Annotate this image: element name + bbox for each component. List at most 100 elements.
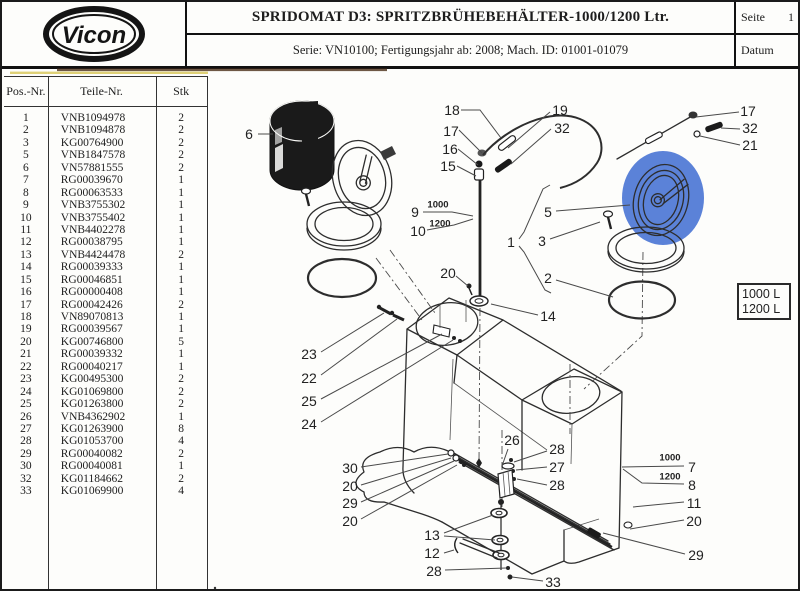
capacity-box: 1000 L 1200 L [737, 283, 791, 320]
cell-part: VNB3755402 [60, 211, 126, 224]
cell-part: KG00746800 [60, 335, 124, 348]
cell-pos: 28 [20, 435, 32, 448]
tube-nut [475, 160, 483, 168]
column-header-part: Teile-Nr. [80, 84, 123, 98]
capacity-tag: 1000 [659, 453, 680, 464]
right-lid-assembly [602, 151, 704, 320]
callout-label: 29 [688, 547, 704, 563]
column-header-qty: Stk [173, 84, 190, 98]
callout-label: 2 [544, 270, 552, 286]
cell-part: RG00063533 [60, 186, 123, 199]
cell-pos: 15 [20, 273, 32, 286]
callout-label: 19 [552, 102, 568, 118]
leader-line [602, 532, 686, 555]
bolt [494, 158, 512, 173]
leader-line [457, 148, 479, 166]
callout-label: 17 [740, 103, 756, 119]
cell-qty: 1 [178, 273, 184, 286]
cell-qty: 2 [178, 124, 184, 137]
leader-line [426, 218, 474, 231]
callout-label: 28 [426, 563, 442, 579]
cell-qty: 1 [178, 460, 184, 473]
callout-label: 10 [410, 223, 426, 239]
drain-valve [497, 458, 516, 499]
leader-line [444, 567, 507, 571]
cell-qty: 1 [178, 348, 184, 361]
leader-line [320, 312, 385, 353]
leader-line [629, 519, 685, 530]
leader-line [507, 111, 551, 149]
callout-label: 30 [342, 460, 358, 476]
cell-pos: 16 [20, 286, 32, 299]
page-subtitle: Serie: VN10100; Fertigungsjahr ab: 2008;… [292, 43, 629, 57]
cell-qty: 1 [178, 261, 184, 274]
leader-line [515, 466, 548, 471]
cell-part: VNB1847578 [60, 149, 126, 162]
bolt [705, 121, 723, 133]
leader-line [632, 501, 685, 508]
cell-qty: 1 [178, 410, 184, 423]
callout-label: 12 [424, 545, 440, 561]
cell-part: KG00764900 [60, 136, 124, 149]
column-header-pos: Pos.-Nr. [6, 84, 46, 98]
leader-line [360, 460, 455, 503]
page-number-label: Seite [741, 10, 765, 24]
header-meta-block: Seite 1 Datum [734, 2, 798, 66]
leader-line [423, 211, 474, 217]
leader-line [320, 333, 443, 400]
callout-label: 11 [687, 495, 702, 511]
pin [644, 131, 663, 145]
cell-pos: 33 [20, 485, 32, 498]
cell-pos: 24 [20, 385, 32, 398]
cell-pos: 21 [20, 348, 32, 361]
leader-line [443, 535, 496, 541]
callout-label: 32 [554, 120, 570, 136]
leader-line [549, 221, 601, 240]
callout-label: 23 [301, 346, 317, 362]
elbow-flange [454, 537, 459, 554]
cell-pos: 13 [20, 248, 32, 261]
cell-pos: 8 [23, 186, 29, 199]
callout-label: 24 [301, 416, 317, 432]
leader-line [443, 549, 455, 554]
tube-grommet [469, 295, 489, 307]
page-title: SPRIDOMAT D3: SPRITZBRÜHEBEHÄLTER-1000/1… [187, 2, 734, 35]
leader-line [699, 135, 741, 146]
cell-qty: 1 [178, 174, 184, 187]
table-row: 3 KG00764900 2 [4, 137, 207, 149]
cell-part: VN89070813 [60, 311, 124, 323]
cell-qty: 2 [178, 298, 184, 311]
pin [497, 135, 517, 151]
callout-label: 3 [538, 233, 546, 249]
assembly-bracket [518, 184, 552, 294]
callout-label: 28 [549, 477, 565, 493]
callout-label: 20 [440, 265, 456, 281]
callout-label: 7 [688, 459, 696, 475]
callout-label: 26 [504, 432, 520, 448]
callout-label: 14 [540, 308, 556, 324]
cell-part: KG01263800 [60, 398, 124, 411]
cell-qty: 2 [178, 149, 184, 162]
cell-qty: 2 [178, 136, 184, 149]
cell-pos: 2 [23, 124, 29, 137]
cell-qty: 2 [178, 398, 184, 411]
cell-qty: 5 [178, 335, 184, 348]
cell-pos: 6 [23, 161, 29, 174]
leader-line [621, 465, 685, 468]
tank-outline [355, 297, 623, 575]
leader-line [555, 279, 614, 298]
callout-label: 8 [688, 477, 696, 493]
cell-pos: 3 [23, 136, 29, 149]
cell-pos: 20 [20, 335, 32, 348]
cell-part: KG00495300 [60, 373, 124, 386]
scan-artifact [213, 586, 217, 589]
